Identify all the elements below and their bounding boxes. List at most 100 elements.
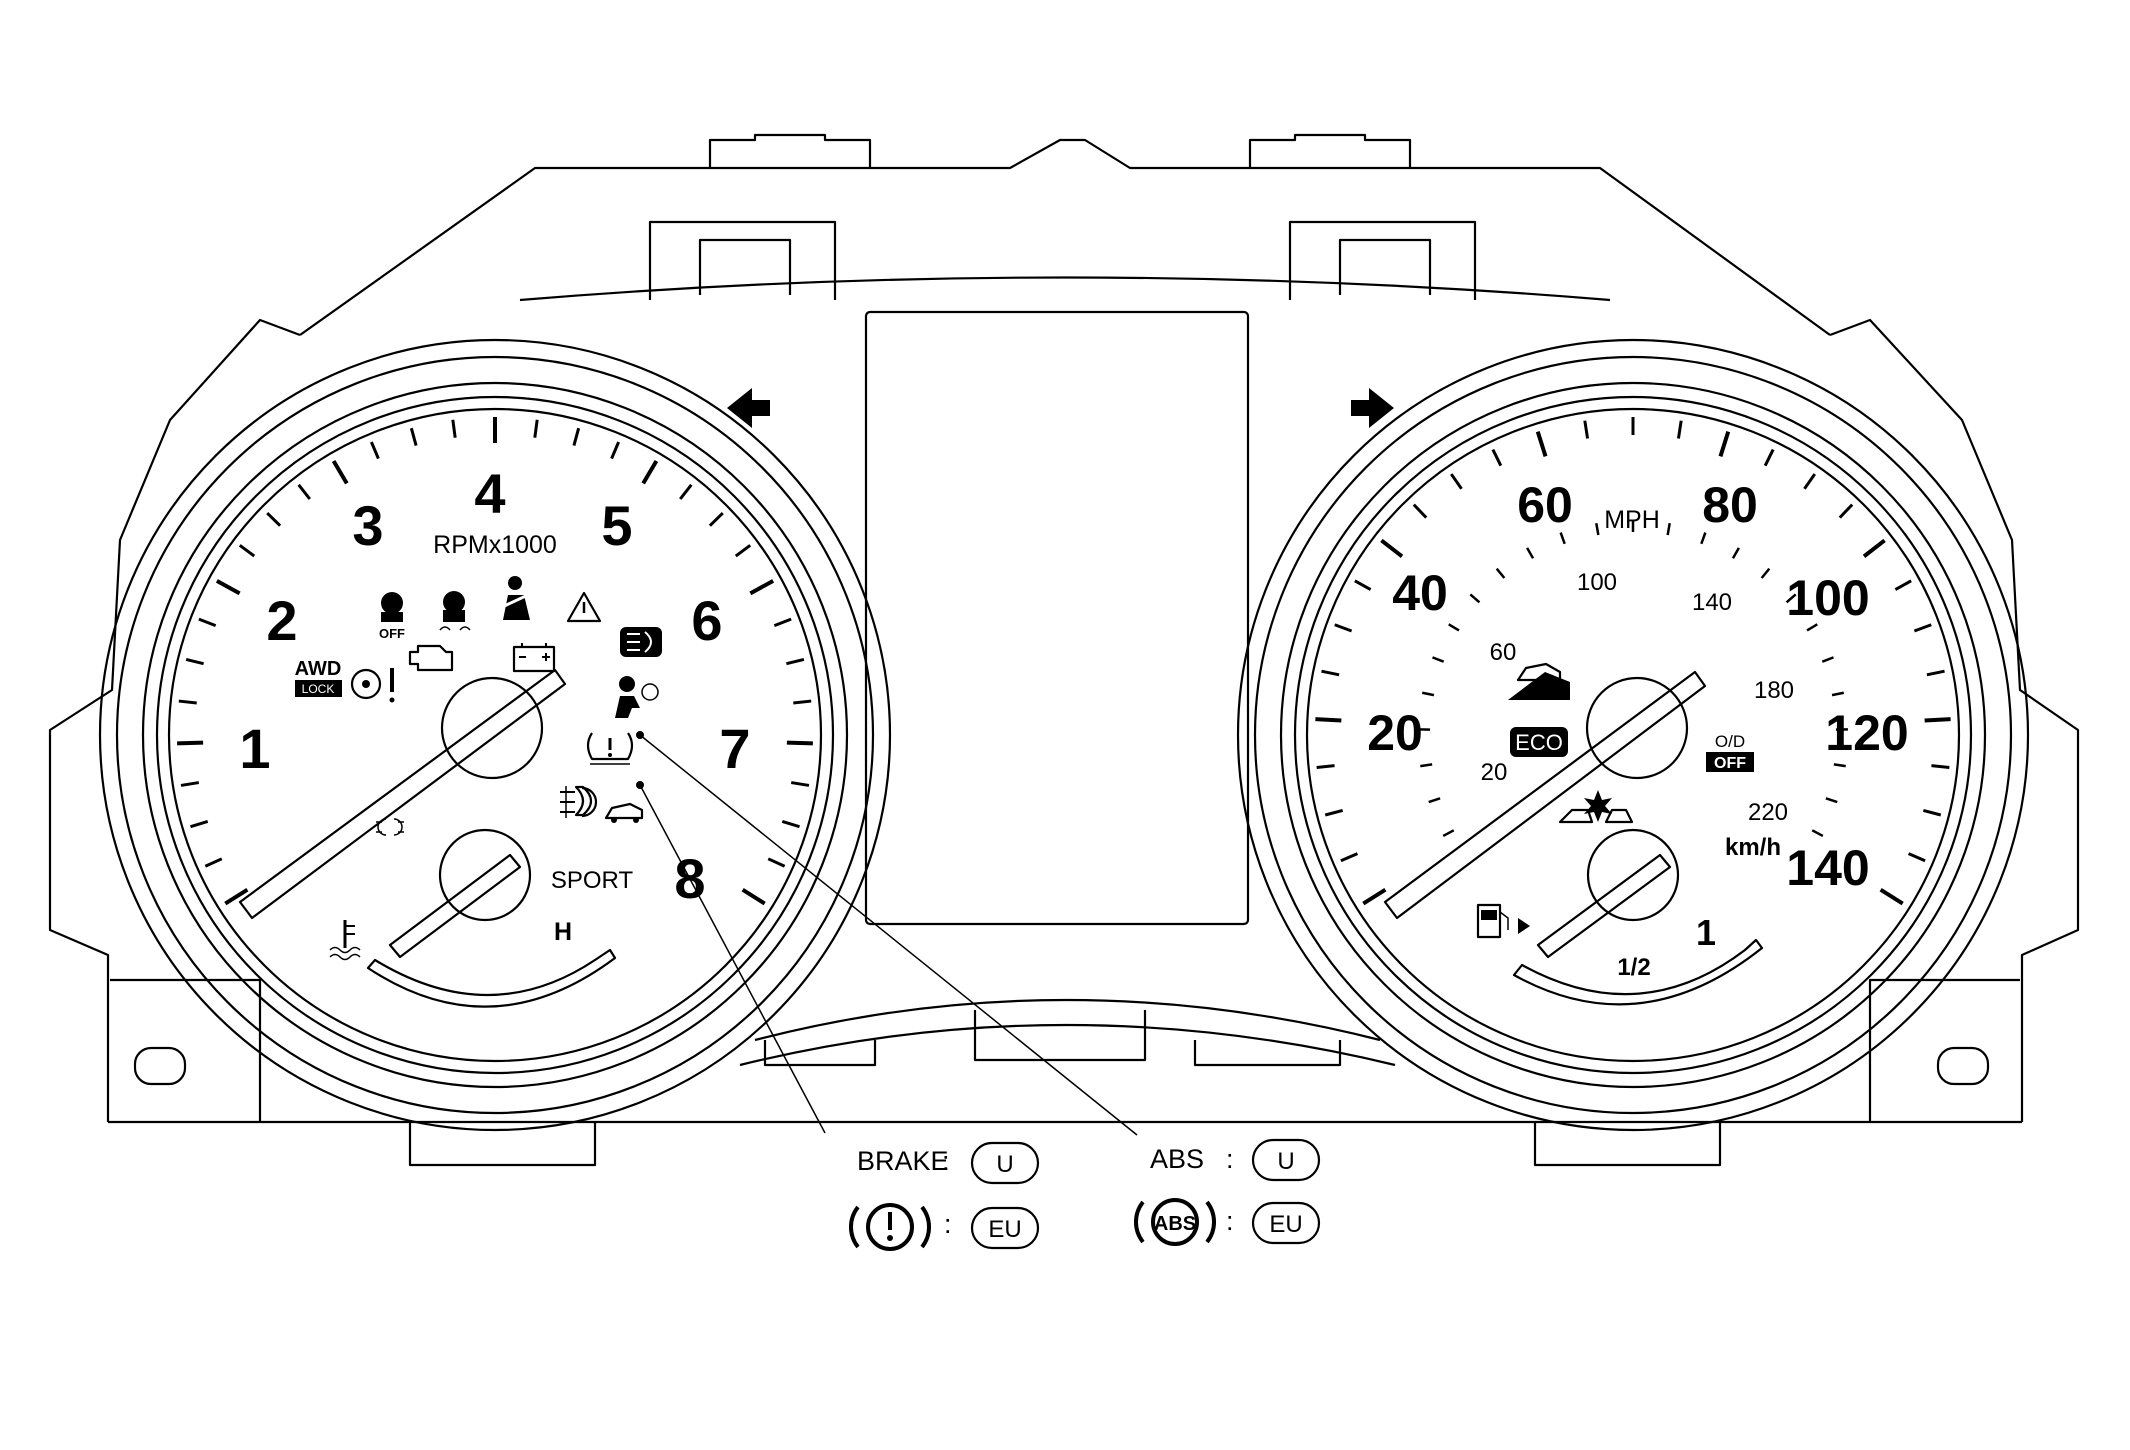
kmh-tick xyxy=(1420,764,1432,766)
brake-eu-colon: : xyxy=(944,1209,952,1239)
brake-u-badge-text: U xyxy=(996,1151,1013,1178)
brake-eu-badge-text: EU xyxy=(988,1216,1021,1243)
abs-legend-colon: : xyxy=(1226,1144,1234,1174)
speedo-tick xyxy=(1840,505,1852,518)
tach-tick xyxy=(205,859,221,866)
od-off-icon: O/D OFF xyxy=(1706,732,1754,772)
tach-tick xyxy=(743,890,765,904)
tach-tick xyxy=(371,442,378,459)
speedo-tick xyxy=(1804,474,1814,489)
tach-label-7: 7 xyxy=(719,717,750,780)
kmh-tick xyxy=(1832,693,1844,695)
svg-text:LOCK: LOCK xyxy=(302,682,335,696)
speedo-tick xyxy=(1881,890,1903,904)
mph-label-140: 140 xyxy=(1786,840,1869,896)
tach-label-6: 6 xyxy=(691,589,722,652)
speedo-tick xyxy=(1927,671,1945,675)
mph-label-40: 40 xyxy=(1392,565,1448,621)
check-engine-icon xyxy=(410,646,452,670)
tach-tick xyxy=(190,821,207,826)
tach-tick xyxy=(240,545,254,556)
abs-u-badge-text: U xyxy=(1277,1148,1294,1175)
kmh-label-220: 220 xyxy=(1748,799,1788,826)
position-lamp-icon xyxy=(376,819,404,835)
hill-descent-icon xyxy=(1508,664,1570,700)
svg-text:AWD: AWD xyxy=(295,658,342,680)
abs-eu-badge-text: EU xyxy=(1269,1211,1302,1238)
tach-tick xyxy=(267,513,280,526)
master-warning-icon xyxy=(568,593,600,621)
seatbelt-warning-icon xyxy=(500,576,530,620)
speedo-needle xyxy=(1385,672,1705,918)
kmh-tick xyxy=(1701,533,1705,544)
tach-tick xyxy=(334,461,347,483)
battery-warning-icon xyxy=(514,643,554,671)
kmh-tick xyxy=(1733,548,1739,558)
speedo-tick xyxy=(1363,890,1385,904)
tach-tick xyxy=(535,420,537,438)
legend: BRAKE : U : EU ABS : U ABS : EU xyxy=(851,1140,1319,1249)
tach-tick xyxy=(574,428,579,445)
tach-tick xyxy=(225,890,247,904)
mph-label-100: 100 xyxy=(1786,570,1869,626)
tach-tick xyxy=(710,513,723,526)
brake-legend-colon: : xyxy=(942,1146,950,1176)
center-display xyxy=(866,312,1248,924)
abs-warning-symbol-icon: ABS xyxy=(1136,1200,1214,1244)
speedo-tick xyxy=(1315,719,1341,720)
speedo-tick xyxy=(1923,810,1940,815)
kmh-tick xyxy=(1834,764,1846,766)
kmh-tick xyxy=(1443,830,1454,836)
tach-label-4: 4 xyxy=(474,462,505,525)
temp-gauge-arc xyxy=(368,950,615,1007)
sport-label: SPORT xyxy=(551,867,634,894)
kmh-tick xyxy=(1822,657,1833,661)
tach-tick xyxy=(453,420,455,438)
abs-eu-colon: : xyxy=(1226,1206,1234,1236)
tach-tick xyxy=(736,545,750,556)
mph-label-80: 80 xyxy=(1702,477,1758,533)
speedo-indicators: ECO O/D OFF xyxy=(1478,664,1754,937)
tach-tick xyxy=(680,485,691,499)
tach-tick xyxy=(177,743,203,744)
slip-car-icon xyxy=(606,804,642,823)
tach-label-1: 1 xyxy=(239,717,270,780)
mph-label-120: 120 xyxy=(1825,705,1908,761)
mph-label-60: 60 xyxy=(1517,477,1573,533)
speedo-tick xyxy=(1493,450,1501,466)
tach-tick xyxy=(791,783,809,786)
tach-tick xyxy=(186,659,203,663)
kmh-label-180: 180 xyxy=(1754,677,1794,704)
tach-unit-label: RPMx1000 xyxy=(433,531,557,559)
kmh-tick xyxy=(1812,830,1823,836)
awd-lock-icon: AWD LOCK xyxy=(295,658,342,697)
kmh-label-20: 20 xyxy=(1481,759,1508,786)
tach-tick xyxy=(179,701,197,703)
kmh-unit-label: km/h xyxy=(1725,834,1781,861)
speedo-tick xyxy=(1585,421,1588,439)
tach-label-3: 3 xyxy=(352,494,383,557)
forward-emergency-braking-icon xyxy=(1560,790,1632,822)
svg-text:OFF: OFF xyxy=(1714,755,1746,772)
tach-tick xyxy=(643,461,656,483)
vdc-off-icon: OFF xyxy=(379,592,405,641)
tach-tick xyxy=(782,821,799,826)
kmh-tick xyxy=(1561,533,1565,544)
svg-text:O/D: O/D xyxy=(1715,732,1745,751)
mph-unit-label: MPH xyxy=(1604,506,1660,534)
kmh-tick xyxy=(1429,798,1440,802)
tach-tick xyxy=(612,442,619,459)
tach-label-5: 5 xyxy=(601,494,632,557)
speedo-tick xyxy=(1538,432,1546,457)
tachometer: 1 2 3 4 5 6 7 8 RPMx1000 H SPORT xyxy=(100,340,890,1130)
right-turn-signal-icon xyxy=(1351,388,1394,428)
power-steering-warning-icon xyxy=(352,668,395,703)
tach-tick xyxy=(217,581,240,594)
tach-hub xyxy=(442,678,542,778)
speedo-tick xyxy=(1914,625,1931,631)
kmh-tick xyxy=(1762,569,1770,578)
high-beam-icon xyxy=(620,627,662,657)
abs-callout-dot xyxy=(636,731,644,739)
speedo-tick xyxy=(1325,810,1342,815)
